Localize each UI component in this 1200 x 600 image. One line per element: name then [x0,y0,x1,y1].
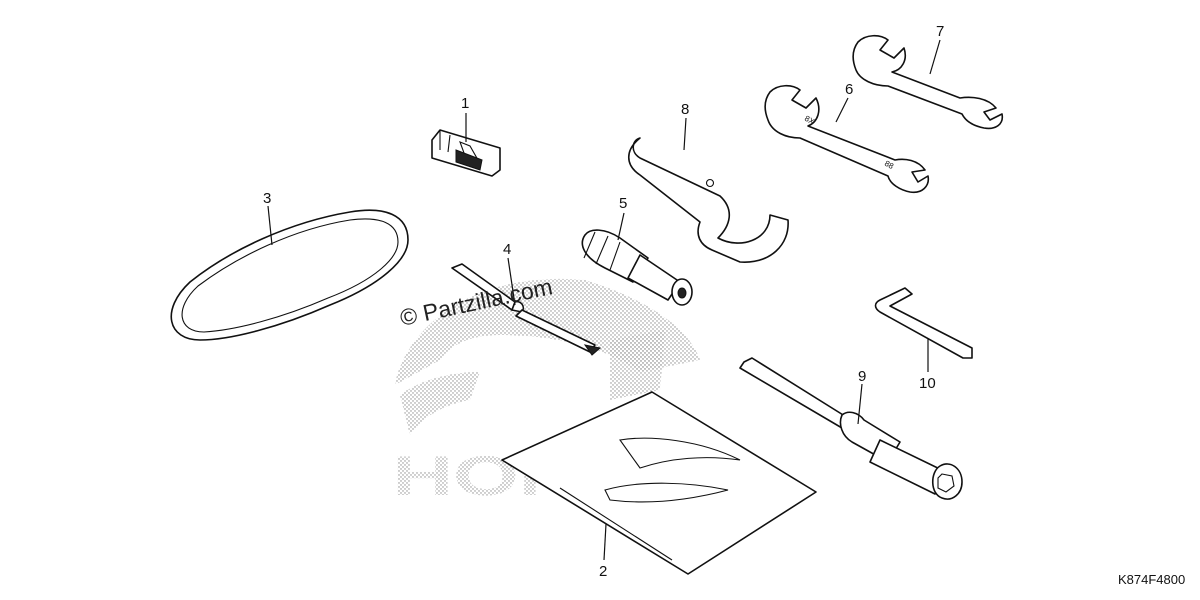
part-2-manual [501,391,817,575]
callout-1: 1 [461,95,469,112]
callout-6: 6 [845,81,853,98]
part-7-open-wrench [852,34,1004,130]
leader-lines [267,39,941,561]
callout-3: 3 [263,190,271,207]
callout-4: 4 [503,241,511,258]
part-3-belt [170,209,409,341]
callout-10: 10 [919,375,936,392]
callout-7: 7 [936,23,944,40]
callout-2: 2 [599,563,607,580]
part-4-screwdriver-shaft [451,263,602,356]
part-1-clip [431,129,501,177]
part-5-screwdriver-handle [581,229,693,306]
part-6-open-wrench: 8X 88 [764,84,930,194]
callout-8: 8 [681,101,689,118]
svg-text:8X: 8X [803,114,816,127]
callout-5: 5 [619,195,627,212]
part-10-hex-key [874,287,973,359]
callout-9: 9 [858,368,866,385]
part-9-socket-wrench [739,357,963,500]
part-8-pin-spanner [627,137,789,263]
callouts: 1 2 3 4 5 6 7 8 9 10 [263,23,944,580]
diagram-id: K874F4800 [1118,572,1185,587]
